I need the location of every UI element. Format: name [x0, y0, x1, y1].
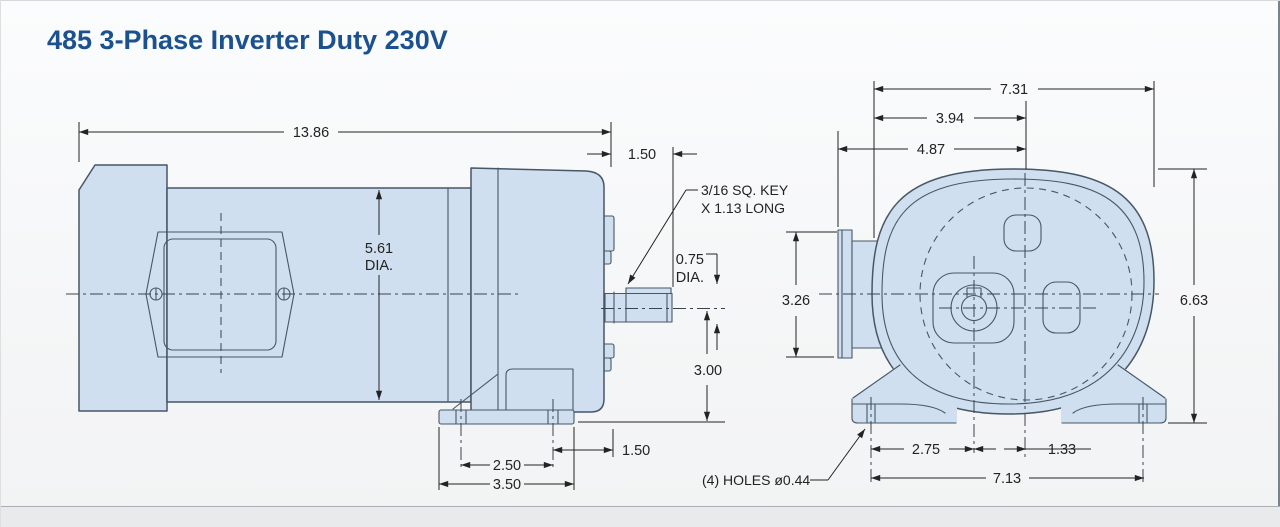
dim-face-to-center: 3.94: [936, 111, 964, 127]
base-hole-slots: [455, 409, 559, 425]
dim-flange-diameter: 3.26: [782, 293, 810, 309]
mounting-feet: [851, 364, 1167, 424]
dim-base-hole-spacing: 2.50: [493, 458, 521, 474]
dim-overall-height: 6.63: [1180, 293, 1208, 309]
dim-shaft-to-body-center: 1.33: [1048, 442, 1076, 458]
key-note-line1: 3/16 SQ. KEY: [701, 182, 789, 198]
dim-overall-length: 13.86: [293, 125, 329, 141]
holes-note: (4) HOLES ø0.44: [702, 472, 810, 488]
rear-end-cap: [78, 164, 168, 412]
page-title: 485 3-Phase Inverter Duty 230V: [47, 25, 448, 55]
dim-flange-to-center: 4.87: [917, 142, 945, 158]
end-view-dimensions: 7.31 3.94 4.87 3.26 6.63: [702, 81, 1208, 488]
page-right-border: [1278, 1, 1280, 508]
dim-body-diameter-suffix: DIA.: [365, 258, 393, 274]
dim-overall-width: 7.31: [1000, 82, 1028, 98]
dim-hole-spacing: 7.13: [993, 471, 1021, 487]
dim-shaft-extension: 1.50: [628, 147, 656, 163]
end-view-centerlines: [819, 173, 1159, 485]
motor-body: [166, 187, 472, 403]
dim-shaft-center-height: 3.00: [694, 363, 722, 379]
output-shaft: [604, 287, 673, 324]
end-view: 7.31 3.94 4.87 3.26 6.63: [702, 81, 1208, 488]
top-plug-boss: [1003, 214, 1042, 252]
dim-base-length: 3.50: [493, 477, 521, 493]
dim-hole-to-shaft-center: 2.75: [912, 442, 940, 458]
dim-body-diameter: 5.61: [365, 241, 393, 257]
mounting-base: [438, 409, 575, 425]
dim-shaft-diameter: 0.75: [676, 252, 704, 268]
gearbox-inner-outline: [881, 178, 1145, 405]
side-view: 13.86 1.50 5.61 DIA. 3/16 SQ. KEY X 1.13…: [66, 122, 789, 493]
key-note-line2: X 1.13 LONG: [701, 200, 785, 216]
side-view-centerlines: [66, 213, 725, 373]
gearbox-housing: [470, 167, 605, 413]
side-view-dimensions: 13.86 1.50 5.61 DIA. 3/16 SQ. KEY X 1.13…: [78, 122, 789, 493]
dim-base-hole-to-face: 1.50: [622, 443, 650, 459]
footer-strip: [1, 506, 1280, 527]
foot-boss-outline: [505, 368, 574, 412]
shaft-key: [625, 287, 672, 295]
dim-shaft-diameter-suffix: DIA.: [676, 270, 704, 286]
